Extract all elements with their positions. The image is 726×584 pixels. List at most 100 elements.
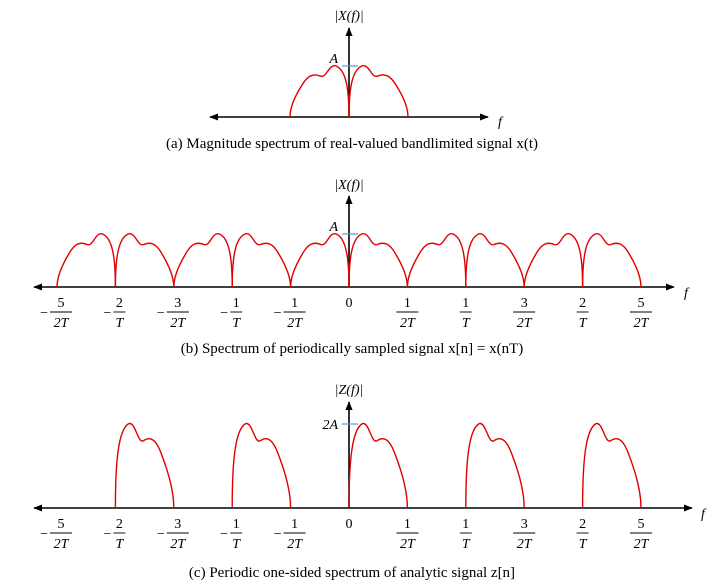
panel-c-replica (231, 422, 292, 509)
tick-denominator: 2T (634, 316, 650, 331)
tick-denominator: T (579, 537, 588, 552)
panel-a-x-label: f (498, 115, 504, 130)
tick-minus-sign: − (40, 306, 48, 321)
tick-label: 1T− (220, 296, 243, 331)
tick-minus-sign: − (274, 527, 282, 542)
tick-label: 32T (513, 517, 536, 552)
tick-numerator: 5 (638, 296, 645, 311)
panel-c-replica (581, 422, 642, 509)
tick-denominator: 2T (54, 537, 70, 552)
tick-numerator: 5 (638, 517, 645, 532)
panel-c-replica (114, 422, 175, 509)
tick-numerator: 3 (521, 296, 528, 311)
tick-numerator: 1 (404, 517, 411, 532)
panel-a: |X(f)| A f (a) Magnitude spectrum of rea… (166, 9, 538, 152)
tick-denominator: 2T (517, 537, 533, 552)
tick-denominator: T (462, 537, 471, 552)
panel-a-level-label: A (328, 52, 338, 67)
tick-numerator: 3 (174, 296, 181, 311)
tick-label: 52T (630, 517, 652, 552)
tick-denominator: 2T (287, 537, 303, 552)
tick-label: 2T (576, 517, 589, 552)
tick-denominator: T (579, 316, 588, 331)
tick-label: 2T− (103, 296, 126, 331)
tick-label: 12T (396, 296, 419, 331)
tick-denominator: 2T (400, 316, 416, 331)
tick-label: 1T (459, 517, 472, 552)
panel-b-replica-left (173, 233, 233, 288)
tick-label: 5 2T− (40, 517, 72, 552)
tick-numerator: 2 (116, 296, 123, 311)
tick-label: 1 2T− (274, 296, 306, 331)
tick-minus-sign: − (40, 527, 48, 542)
tick-denominator: 2T (54, 316, 70, 331)
tick-numerator: 1 (291, 296, 298, 311)
tick-label: 0 (346, 296, 353, 311)
tick-numerator: 2 (579, 296, 586, 311)
panel-b-replica-right (114, 233, 175, 288)
tick-denominator: T (116, 537, 125, 552)
panel-a-y-label: |X(f)| (334, 9, 363, 24)
tick-denominator: 2T (634, 537, 650, 552)
tick-minus-sign: − (220, 527, 228, 542)
panel-b-replica-left (56, 233, 117, 288)
panel-b-y-label: |X(f)| (334, 178, 363, 193)
tick-numerator: 3 (174, 517, 181, 532)
tick-numerator: 1 (291, 517, 298, 532)
panel-c-level-label: 2A (322, 418, 338, 433)
panel-b-level-label: A (328, 220, 338, 235)
tick-minus-sign: − (157, 527, 165, 542)
tick-minus-sign: − (103, 306, 111, 321)
tick-label: 32T− (157, 296, 189, 331)
panel-b-caption: (b) Spectrum of periodically sampled sig… (181, 341, 524, 357)
panel-b-x-label: f (684, 286, 690, 301)
tick-label: 1T (459, 296, 472, 331)
panel-c-caption: (c) Periodic one-sided spectrum of analy… (189, 565, 515, 581)
tick-numerator: 2 (579, 517, 586, 532)
tick-numerator: 2 (116, 517, 123, 532)
panel-c-replica (465, 422, 525, 509)
tick-zero: 0 (346, 517, 353, 532)
tick-denominator: T (232, 537, 241, 552)
tick-numerator: 1 (462, 296, 469, 311)
tick-label: 52T (630, 296, 652, 331)
tick-label: 5 2T− (40, 296, 72, 331)
panel-b-replica-right (581, 233, 642, 288)
tick-denominator: 2T (287, 316, 303, 331)
panel-a-spectrum (289, 65, 409, 118)
tick-minus-sign: − (157, 306, 165, 321)
panel-b-spectrum (56, 233, 642, 288)
tick-denominator: 2T (517, 316, 533, 331)
tick-minus-sign: − (103, 527, 111, 542)
tick-label: 1 2T− (274, 517, 306, 552)
tick-numerator: 1 (404, 296, 411, 311)
tick-label: 2T (576, 296, 589, 331)
panel-c-x-label: f (701, 507, 707, 522)
tick-numerator: 3 (521, 517, 528, 532)
tick-label: 12T (396, 517, 419, 552)
tick-label: 1T− (220, 517, 243, 552)
tick-label: 2T− (103, 517, 126, 552)
tick-denominator: 2T (170, 537, 186, 552)
tick-label: 32T (513, 296, 536, 331)
tick-denominator: T (116, 316, 125, 331)
tick-numerator: 1 (233, 517, 240, 532)
tick-denominator: 2T (400, 537, 416, 552)
tick-denominator: T (462, 316, 471, 331)
panel-b-replica-left (289, 233, 350, 288)
panel-c-y-label: |Z(f)| (335, 383, 364, 398)
panel-b-replica-right (348, 233, 409, 288)
tick-numerator: 5 (58, 517, 65, 532)
tick-label: 3 2T− (157, 517, 189, 552)
tick-minus-sign: − (274, 306, 282, 321)
panel-b-replica-right (465, 233, 525, 288)
tick-numerator: 5 (58, 296, 65, 311)
panel-b-replica-right (231, 233, 292, 288)
panel-b-replica-left (406, 233, 467, 288)
tick-numerator: 1 (462, 517, 469, 532)
